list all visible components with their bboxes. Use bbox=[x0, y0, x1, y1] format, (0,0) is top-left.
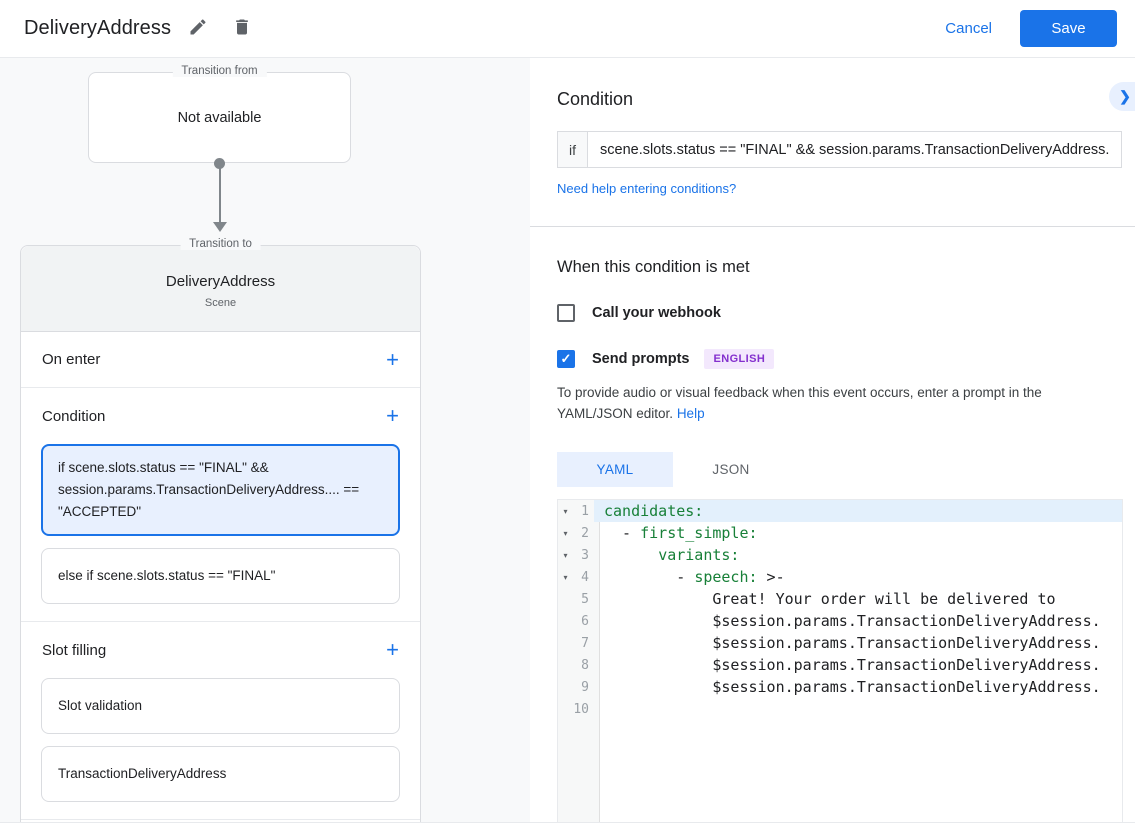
tab-yaml[interactable]: YAML bbox=[557, 452, 673, 487]
send-prompts-row[interactable]: ✓ Send prompts ENGLISH bbox=[557, 349, 1135, 369]
condition-label: Condition bbox=[42, 407, 106, 425]
code-line[interactable]: ▾ 2 - first_simple: bbox=[558, 522, 1122, 544]
line-number: 6 bbox=[581, 613, 589, 629]
code-line[interactable]: 10 bbox=[558, 698, 1122, 720]
prompt-help-link[interactable]: Help bbox=[676, 406, 705, 421]
add-slot-button[interactable]: + bbox=[386, 637, 399, 662]
top-bar: DeliveryAddress Cancel Save bbox=[0, 0, 1135, 58]
connector-arrowhead-icon bbox=[213, 222, 227, 232]
condition-detail-panel: Condition ❯ if Need help entering condit… bbox=[530, 58, 1135, 827]
check-icon: ✓ bbox=[560, 351, 572, 366]
add-condition-button[interactable]: + bbox=[386, 403, 399, 428]
panel-divider bbox=[530, 226, 1135, 227]
transition-from-box[interactable]: Transition from Not available bbox=[88, 65, 351, 163]
code-text: - first_simple: bbox=[604, 524, 758, 542]
cancel-button[interactable]: Cancel bbox=[945, 20, 992, 37]
if-prefix: if bbox=[558, 132, 588, 167]
section-slot-filling: Slot filling + bbox=[21, 622, 420, 678]
condition-expression-row: if bbox=[557, 131, 1122, 168]
code-text: Great! Your order will be delivered to bbox=[604, 590, 1056, 608]
code-text: $session.params.TransactionDeliveryAddre… bbox=[604, 656, 1101, 674]
code-line[interactable]: 5 Great! Your order will be delivered to bbox=[558, 588, 1122, 610]
line-number: 1 bbox=[581, 503, 589, 519]
webhook-label: Call your webhook bbox=[592, 305, 721, 321]
trash-icon bbox=[232, 17, 252, 40]
code-text bbox=[594, 698, 1122, 720]
slot-chip[interactable]: TransactionDeliveryAddress bbox=[41, 746, 400, 802]
connector-line bbox=[219, 163, 221, 223]
transition-from-label: Transition from bbox=[172, 65, 267, 77]
code-text: candidates: bbox=[594, 500, 1122, 522]
conditions-help-link[interactable]: Need help entering conditions? bbox=[557, 181, 737, 196]
scene-diagram: Transition from Not available Transition… bbox=[0, 58, 530, 822]
condition-chip-list: if scene.slots.status == "FINAL" && sess… bbox=[21, 444, 420, 622]
send-prompts-checkbox[interactable]: ✓ bbox=[557, 350, 575, 368]
on-enter-label: On enter bbox=[42, 351, 101, 368]
editor-gutter bbox=[558, 500, 600, 827]
save-button[interactable]: Save bbox=[1020, 10, 1117, 47]
chevron-right-icon: ❯ bbox=[1119, 88, 1131, 104]
language-badge: ENGLISH bbox=[704, 349, 775, 369]
add-on-enter-button[interactable]: + bbox=[386, 346, 399, 372]
slot-chip[interactable]: Slot validation bbox=[41, 678, 400, 734]
page-title: DeliveryAddress bbox=[24, 17, 172, 39]
section-on-enter: On enter + bbox=[21, 332, 420, 388]
line-number: 7 bbox=[581, 635, 589, 651]
scene-card-header: DeliveryAddress Scene bbox=[21, 246, 420, 332]
panel-title: Condition bbox=[557, 89, 634, 109]
condition-chip[interactable]: else if scene.slots.status == "FINAL" bbox=[41, 548, 400, 604]
transition-from-value: Not available bbox=[177, 109, 262, 126]
code-line[interactable]: 8 $session.params.TransactionDeliveryAdd… bbox=[558, 654, 1122, 676]
code-line[interactable]: ▾ 4 - speech: >- bbox=[558, 566, 1122, 588]
transition-to-card: Transition to DeliveryAddress Scene On e… bbox=[20, 238, 421, 822]
line-number: 4 bbox=[581, 569, 589, 585]
fold-arrow-icon[interactable]: ▾ bbox=[563, 528, 568, 538]
code-text: - speech: >- bbox=[604, 568, 785, 586]
tab-json[interactable]: JSON bbox=[673, 452, 789, 487]
code-line[interactable]: 7 $session.params.TransactionDeliveryAdd… bbox=[558, 632, 1122, 654]
scene-type: Scene bbox=[204, 297, 237, 309]
slot-filling-label: Slot filling bbox=[42, 641, 107, 659]
hint-body: To provide audio or visual feedback when… bbox=[557, 385, 1042, 421]
when-met-title: When this condition is met bbox=[557, 258, 750, 276]
line-number: 9 bbox=[581, 679, 589, 695]
code-line[interactable]: 9 $session.params.TransactionDeliveryAdd… bbox=[558, 676, 1122, 698]
code-text: $session.params.TransactionDeliveryAddre… bbox=[604, 612, 1101, 630]
fold-arrow-icon[interactable]: ▾ bbox=[563, 506, 568, 516]
code-text: $session.params.TransactionDeliveryAddre… bbox=[604, 634, 1101, 652]
webhook-checkbox[interactable] bbox=[557, 304, 575, 322]
line-number: 3 bbox=[581, 547, 589, 563]
edit-scene-button[interactable] bbox=[181, 12, 215, 46]
line-number: 10 bbox=[573, 701, 589, 717]
line-number: 8 bbox=[581, 657, 589, 673]
horizontal-scrollbar[interactable] bbox=[0, 822, 1135, 827]
code-text: $session.params.TransactionDeliveryAddre… bbox=[604, 678, 1101, 696]
transition-to-label: Transition to bbox=[180, 238, 261, 250]
code-line[interactable]: ▾ 1 candidates: bbox=[558, 500, 1122, 522]
pencil-icon bbox=[188, 17, 208, 40]
line-number: 5 bbox=[581, 591, 589, 607]
send-prompts-label: Send prompts bbox=[592, 351, 690, 367]
condition-chip[interactable]: if scene.slots.status == "FINAL" && sess… bbox=[41, 444, 400, 536]
code-line[interactable]: 6 $session.params.TransactionDeliveryAdd… bbox=[558, 610, 1122, 632]
call-webhook-row[interactable]: Call your webhook bbox=[557, 304, 1135, 322]
fold-arrow-icon[interactable]: ▾ bbox=[563, 550, 568, 560]
condition-expression-input[interactable] bbox=[588, 132, 1121, 167]
scene-name: DeliveryAddress bbox=[165, 273, 276, 290]
section-condition: Condition + bbox=[21, 388, 420, 444]
collapse-panel-button[interactable]: ❯ bbox=[1109, 82, 1135, 111]
line-number: 2 bbox=[581, 525, 589, 541]
fold-arrow-icon[interactable]: ▾ bbox=[563, 572, 568, 582]
code-text: variants: bbox=[658, 546, 740, 564]
code-line[interactable]: ▾ 3 variants: bbox=[558, 544, 1122, 566]
prompt-hint-text: To provide audio or visual feedback when… bbox=[557, 382, 1113, 424]
delete-scene-button[interactable] bbox=[225, 12, 259, 46]
yaml-code-editor[interactable]: ▾ 1 candidates: ▾ 2 - first_simple: ▾ 3 varian… bbox=[557, 499, 1123, 827]
code-lines: ▾ 1 candidates: ▾ 2 - first_simple: ▾ 3 varian… bbox=[558, 500, 1122, 720]
